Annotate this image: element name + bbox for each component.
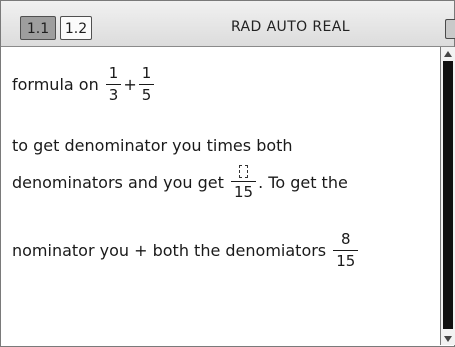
battery-icon: [445, 19, 455, 39]
note-text: to get denominator you times both: [12, 136, 293, 155]
note-line-2: to get denominator you times both: [12, 136, 293, 155]
tab-1-2[interactable]: 1.2: [60, 16, 92, 40]
scrollbar-thumb[interactable]: [443, 61, 453, 329]
plus-operator: +: [123, 75, 137, 94]
note-line-3: denominators and you get 15 . To get the: [12, 163, 348, 201]
fraction-one-fifth: 1 5: [138, 64, 155, 104]
fraction-bar: [333, 250, 359, 251]
scroll-down-arrow-icon[interactable]: [444, 336, 452, 342]
empty-numerator-placeholder[interactable]: [239, 165, 249, 178]
note-text: nominator you + both the denomiators: [12, 241, 332, 260]
fraction-numerator: 8: [341, 230, 351, 248]
tab-1-1[interactable]: 1.1: [20, 16, 56, 40]
fraction-bar: [231, 181, 257, 182]
mode-status: RAD AUTO REAL: [231, 19, 350, 35]
notes-content[interactable]: formula on 1 3 + 1 5 to get denominator …: [0, 47, 438, 345]
fraction-one-third: 1 3: [105, 64, 122, 104]
fraction-denominator: 5: [141, 86, 152, 104]
fraction-denominator: 15: [234, 183, 254, 201]
fraction-bar: [105, 84, 122, 85]
fraction-numerator: 1: [141, 64, 152, 82]
document-header: 1.1 1.2 RAD AUTO REAL: [1, 1, 455, 47]
fraction-denominator: 3: [108, 86, 119, 104]
note-text: denominators and you get: [12, 172, 229, 192]
fraction-bar: [138, 84, 155, 85]
fraction-denominator: 15: [336, 252, 356, 270]
note-text: formula on: [12, 75, 104, 94]
note-line-1: formula on 1 3 + 1 5: [12, 65, 156, 104]
scroll-up-arrow-icon[interactable]: [444, 51, 452, 57]
vertical-scrollbar[interactable]: [440, 47, 455, 345]
fraction-placeholder-over-15: 15: [231, 163, 257, 201]
note-line-4: nominator you + both the denomiators 8 1…: [12, 231, 360, 270]
note-text: . To get the: [258, 172, 348, 192]
fraction-eight-fifteenths: 8 15: [333, 230, 359, 270]
fraction-numerator: 1: [108, 64, 119, 82]
